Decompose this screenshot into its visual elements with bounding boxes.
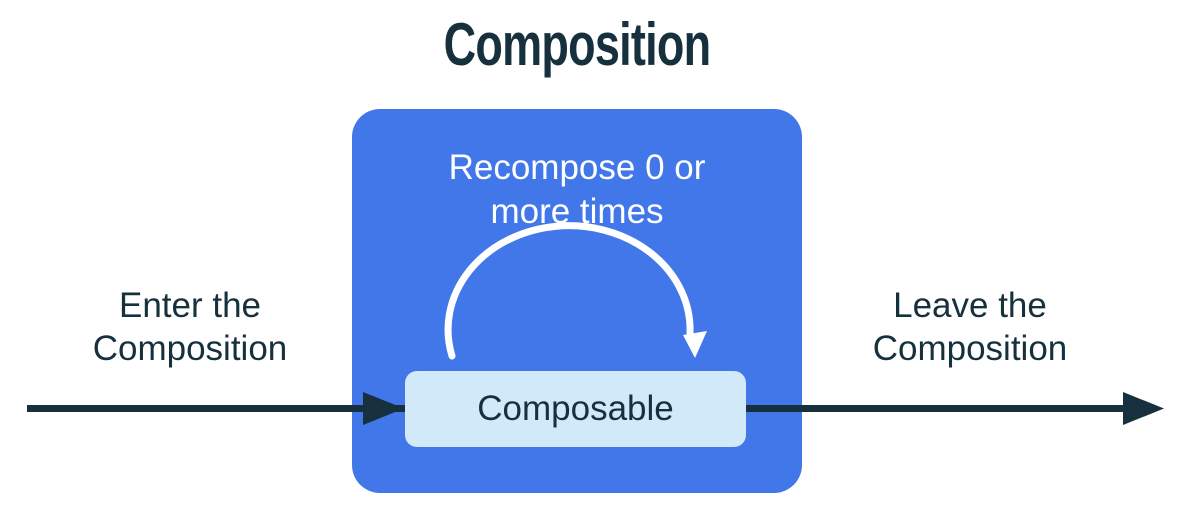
recompose-label-line1: Recompose 0 or <box>448 148 706 187</box>
leave-composition-line1: Leave the <box>893 286 1047 325</box>
enter-composition-line1: Enter the <box>118 286 262 325</box>
recompose-label: Recompose 0 or more times <box>352 146 802 234</box>
diagram-title: Composition <box>443 11 711 78</box>
composable-label: Composable <box>477 389 674 428</box>
enter-composition-label: Enter the Composition <box>50 284 330 370</box>
leave-composition-label: Leave the Composition <box>830 284 1110 370</box>
composable-box: Composable <box>405 371 746 447</box>
flow-arrowhead-leave-icon <box>1123 392 1164 425</box>
enter-composition-line2: Composition <box>92 329 288 368</box>
leave-composition-line2: Composition <box>872 329 1068 368</box>
recompose-label-line2: more times <box>490 192 664 231</box>
